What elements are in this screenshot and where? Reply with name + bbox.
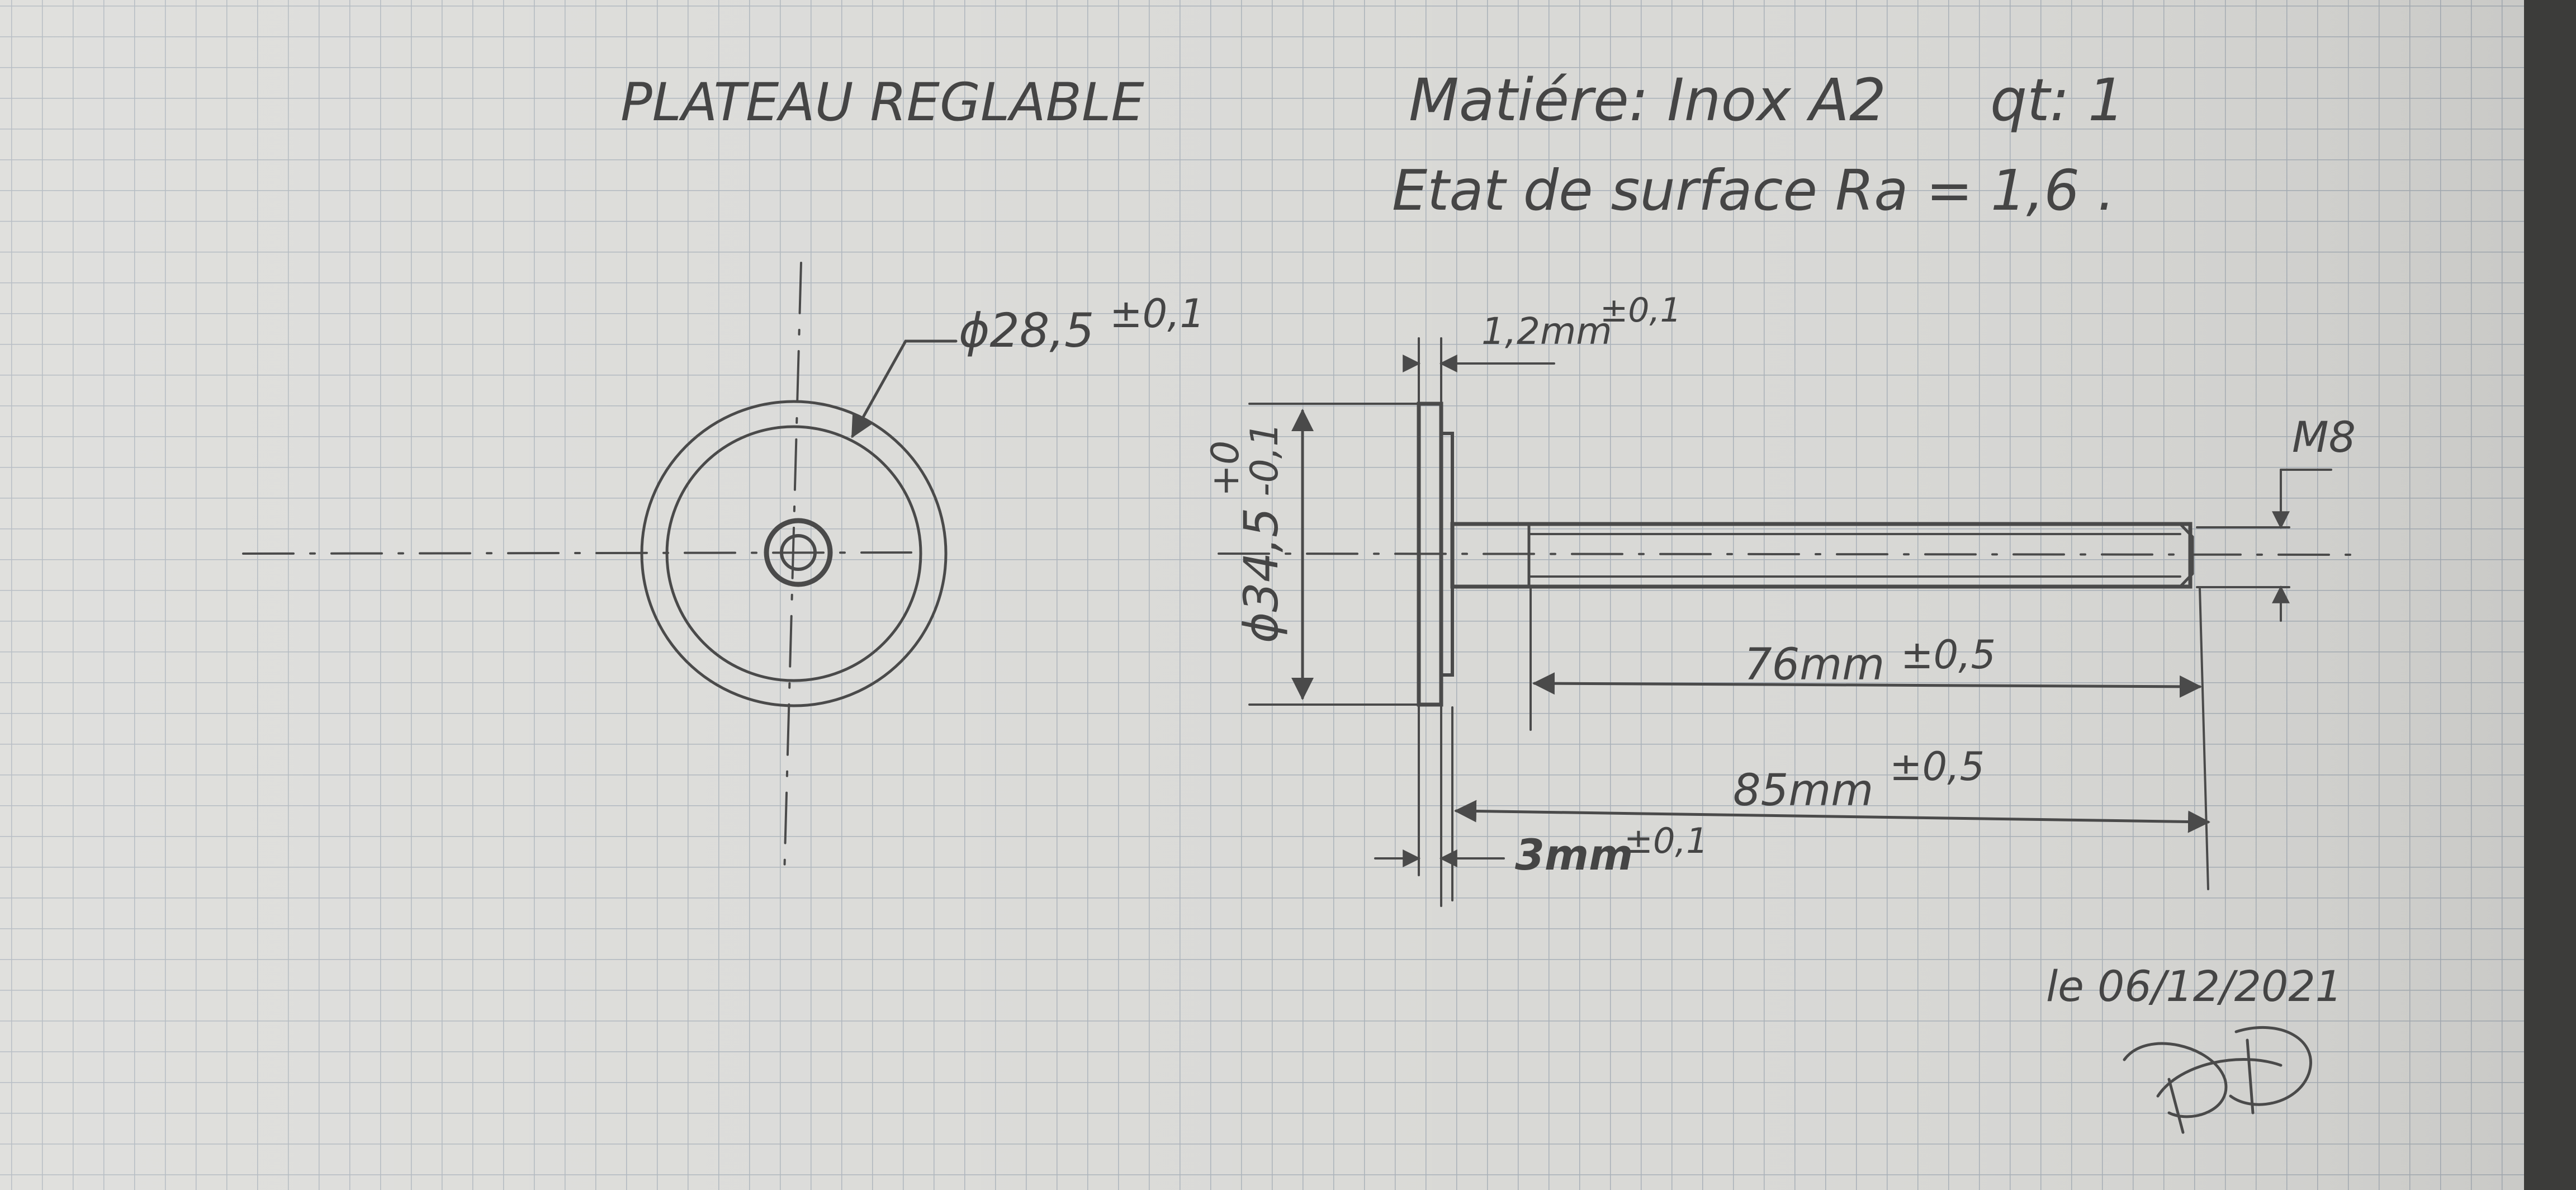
outer-diameter-value: ϕ28,5 xyxy=(959,303,1094,358)
desk-edge xyxy=(2524,0,2576,1190)
drawing-date: le 06/12/2021 xyxy=(2046,961,2342,1011)
plate-thickness-value: 1,2mm xyxy=(1481,310,1612,353)
thread-chamfer xyxy=(2179,522,2194,588)
plate-diameter-tol-upper: +0 xyxy=(1204,441,1248,497)
side-centerline xyxy=(1218,552,2357,556)
thread-length-value: 76mm xyxy=(1744,640,1884,690)
quantity-label: qt: 1 xyxy=(1990,66,2125,134)
outer-diameter-tolerance: ±0,1 xyxy=(1110,291,1205,337)
material-label: Matiére: Inox A2 xyxy=(1409,66,1886,134)
plate-outer-circle xyxy=(640,400,948,707)
thread-length-ext-right xyxy=(2199,587,2209,890)
threaded-stem xyxy=(1450,522,2193,589)
front-horizontal-centerline xyxy=(242,551,912,555)
shoulder-value: 3mm xyxy=(1515,830,1633,880)
thread-size-label: M8 xyxy=(2292,412,2356,462)
thread-circle xyxy=(780,534,817,571)
signature xyxy=(2123,1026,2312,1134)
shoulder-tolerance: ±0,1 xyxy=(1624,820,1708,861)
plate-inner-circle xyxy=(665,425,922,682)
total-length-tolerance: ±0,5 xyxy=(1890,744,1985,790)
total-length-value: 85mm xyxy=(1733,766,1873,816)
plate-thickness-tolerance: ±0,1 xyxy=(1600,291,1682,330)
side-view: ϕ34,5 +0 -0,1 1,2mm ±0,1 M8 76mm ±0,5 85… xyxy=(1204,291,2357,907)
plate-diameter-tol-lower: -0,1 xyxy=(1243,422,1287,497)
surface-finish-label: Etat de surface Ra = 1,6 . xyxy=(1392,158,2115,223)
thread-length-dimension-line xyxy=(1532,672,2202,698)
diameter-leader xyxy=(851,339,958,438)
thread-length-tolerance: ±0,5 xyxy=(1901,632,1996,678)
total-length-dimension-line xyxy=(1454,800,2210,833)
front-view: ϕ28,5 ±0,1 xyxy=(242,262,1205,876)
part-name-title: PLATEAU REGLABLE xyxy=(621,72,1144,133)
plate-diameter-value: ϕ34,5 xyxy=(1234,508,1289,643)
stem-circle xyxy=(764,518,833,587)
